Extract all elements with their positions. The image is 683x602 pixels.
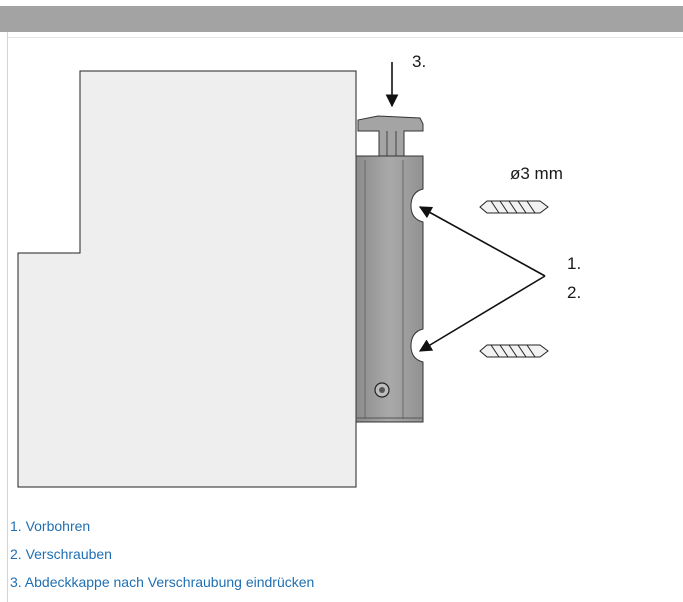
legend-item-screw: 2. Verschrauben — [10, 546, 112, 562]
mounting-surface — [17, 70, 357, 488]
pointer-arrow-upper — [418, 206, 546, 277]
drill-bit-icon-upper — [479, 200, 549, 214]
frame-divider — [8, 37, 683, 38]
step-2-label: 2. — [567, 283, 581, 302]
drill-bit-icon-lower — [479, 344, 549, 358]
pointer-arrow-lower — [418, 275, 546, 352]
legend-item-predrill: 1. Vorbohren — [10, 518, 91, 534]
header-bar — [0, 6, 683, 32]
drill-diameter-label: ø3 mm — [510, 164, 563, 183]
profile-rail — [355, 155, 424, 423]
step-3-label: 3. — [412, 52, 426, 71]
legend-list: 1. Vorbohren 2. Verschrauben 3. Abdeckka… — [10, 512, 314, 596]
step-1-label: 1. — [567, 254, 581, 273]
legend-item-press-cap: 3. Abdeckkappe nach Verschraubung eindrü… — [10, 574, 315, 590]
screw-head-icon — [374, 382, 390, 398]
cover-cap — [357, 115, 424, 157]
